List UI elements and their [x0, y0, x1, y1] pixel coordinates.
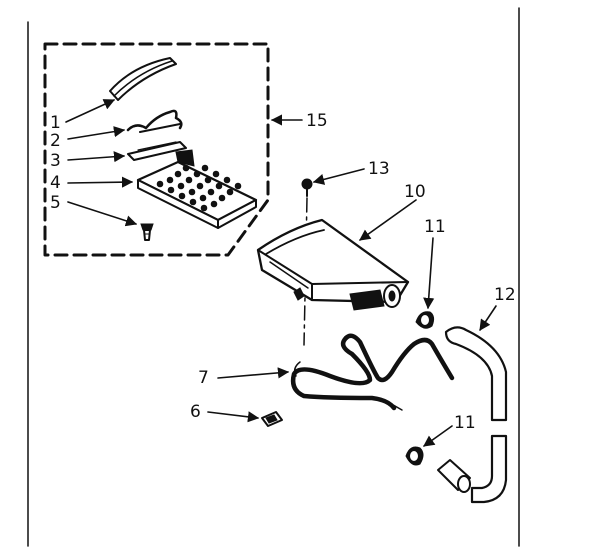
leader-12 [479, 305, 497, 331]
leader-2 [67, 126, 126, 140]
leader-13 [312, 168, 365, 185]
leader-11-upper [423, 237, 435, 310]
part-2-clip [126, 109, 183, 133]
leader-5 [67, 201, 138, 227]
callout-15: 15 [306, 111, 328, 131]
leader-lines [65, 99, 497, 447]
part-tube-segment [437, 459, 471, 493]
part-4-grille-tray [136, 149, 258, 229]
callout-labels: 1 2 3 4 5 15 13 10 11 12 7 6 11 [50, 111, 516, 433]
part-1-cover [109, 57, 177, 101]
part-7-heater-wire [290, 333, 455, 411]
callout-7: 7 [198, 368, 209, 388]
callout-12: 12 [494, 285, 516, 305]
leader-3 [67, 151, 126, 163]
part-11-grommet-upper [415, 311, 435, 329]
part-5-screw [140, 223, 154, 241]
leader-1 [65, 99, 116, 123]
kit-dashed-boundary [43, 42, 270, 257]
part-13-screw [301, 178, 313, 197]
grille-holes [156, 164, 242, 212]
callout-13: 13 [368, 159, 390, 179]
leader-11-lower [423, 425, 453, 447]
callout-2: 2 [50, 131, 61, 151]
part-3-bar [127, 141, 187, 161]
callout-4: 4 [50, 173, 61, 193]
leader-10 [359, 199, 417, 241]
leader-7 [217, 367, 290, 379]
callout-6: 6 [190, 402, 201, 422]
callout-1: 1 [50, 113, 61, 133]
part-6-clip [261, 411, 283, 427]
part-10-dispenser-body [256, 218, 410, 311]
callout-11-lower: 11 [454, 413, 476, 433]
part-12-tube [444, 326, 508, 504]
callout-3: 3 [50, 151, 61, 171]
leader-6 [207, 411, 260, 423]
part-11-grommet-lower [405, 446, 424, 466]
callout-5: 5 [50, 193, 61, 213]
callout-10: 10 [404, 182, 426, 202]
callout-11-upper: 11 [424, 217, 446, 237]
leader-4 [67, 176, 134, 188]
